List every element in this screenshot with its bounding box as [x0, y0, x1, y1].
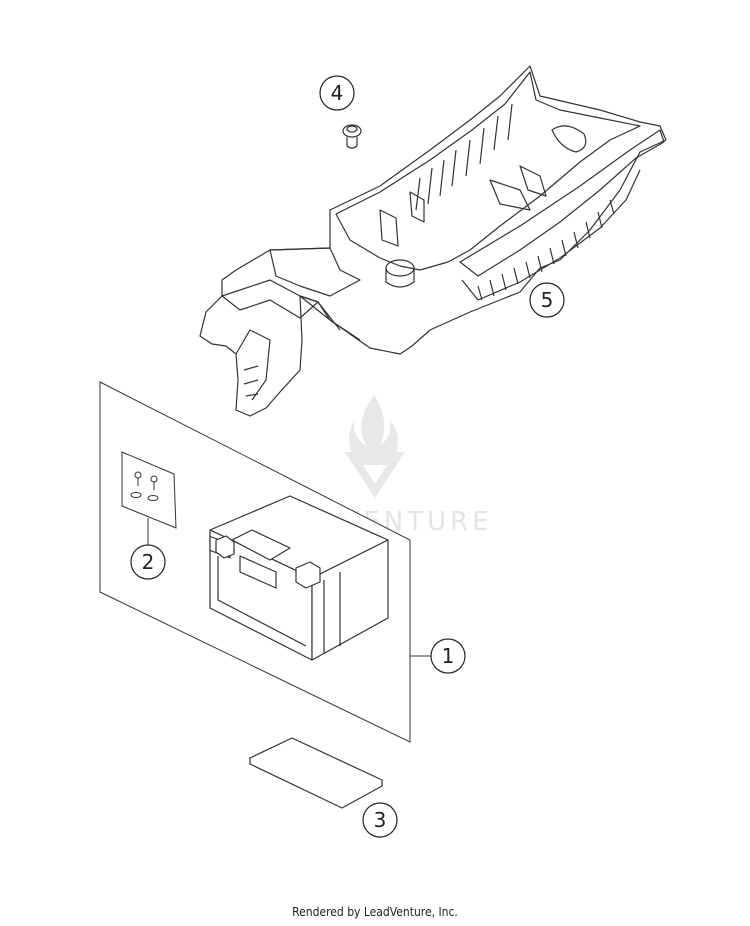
callout-5-label: 5	[541, 288, 554, 312]
callout-2: 2	[130, 544, 166, 580]
callout-3: 3	[362, 802, 398, 838]
flame-icon	[349, 395, 398, 465]
callout-1: 1	[430, 638, 466, 674]
callout-4: 4	[319, 75, 355, 111]
part-1-battery-assembly	[99, 381, 432, 743]
part-3-pad	[248, 737, 384, 809]
v-logo-icon	[345, 452, 405, 498]
callout-5: 5	[529, 282, 565, 318]
part-5-storage-tray	[199, 65, 667, 417]
part-4-fastener	[342, 124, 362, 149]
callout-2-label: 2	[142, 550, 155, 574]
callout-3-label: 3	[374, 808, 387, 832]
footer-credit: Rendered by LeadVenture, Inc.	[292, 905, 458, 919]
part-2-hardware-kit	[121, 451, 177, 529]
callout-1-label: 1	[442, 644, 455, 668]
callout-4-label: 4	[331, 81, 344, 105]
